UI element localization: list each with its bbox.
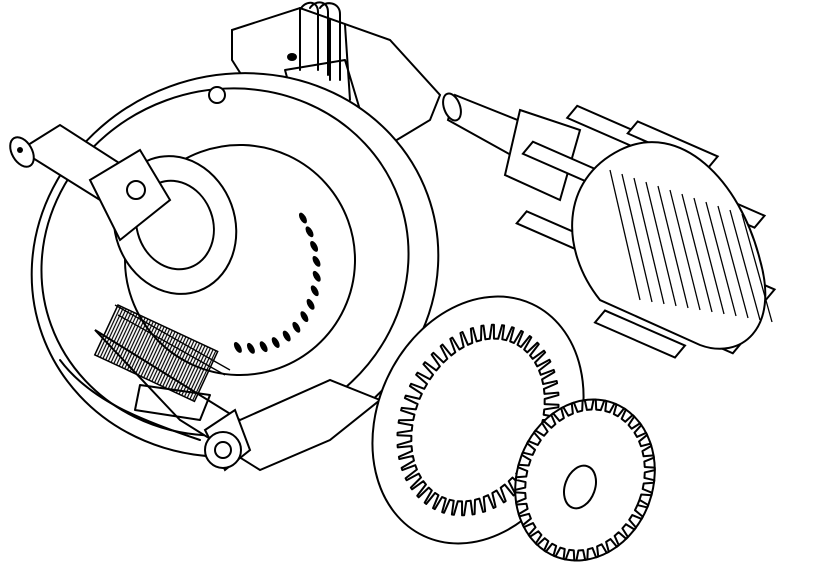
rotor-bar-line: [693, 197, 725, 315]
rotor-fin: [593, 309, 687, 359]
winding-coil: [305, 226, 314, 238]
winding-coil: [312, 255, 321, 267]
rotor-bar-line: [609, 169, 641, 301]
winding-coil: [233, 342, 242, 353]
winding-coil: [298, 212, 307, 224]
end-shield-and-shaft: [9, 86, 226, 242]
rotor-bar-line: [705, 201, 737, 317]
rotor-bar-line: [741, 213, 773, 323]
rotor-bar-line: [669, 189, 701, 311]
rotor-bar-line: [633, 177, 665, 305]
lamination-slots: [396, 323, 560, 517]
winding-coil: [292, 321, 301, 333]
winding-coil: [306, 298, 315, 310]
winding-coil: [312, 270, 321, 282]
rotor: [442, 92, 777, 359]
lead-wires: [299, 1, 341, 81]
winding-coil: [310, 240, 319, 252]
rotor-bar-line: [621, 173, 653, 303]
lamination-teeth: [514, 398, 656, 562]
winding-coil: [282, 330, 291, 342]
lamination-outline: [514, 398, 656, 562]
mounting-lug: [203, 408, 252, 472]
winding-coil: [271, 337, 280, 348]
rotor-bar-line: [729, 209, 761, 321]
winding-coil: [300, 311, 309, 323]
winding-coil: [246, 342, 255, 354]
rotor-bar-line: [657, 185, 689, 309]
winding-coil: [310, 285, 319, 297]
rotor-lamination-small: [514, 398, 656, 562]
rotor-bar-line: [717, 205, 749, 319]
winding-coil: [259, 341, 268, 353]
rotor-bar-line: [681, 193, 713, 313]
rotor-bar-line: [645, 181, 677, 307]
